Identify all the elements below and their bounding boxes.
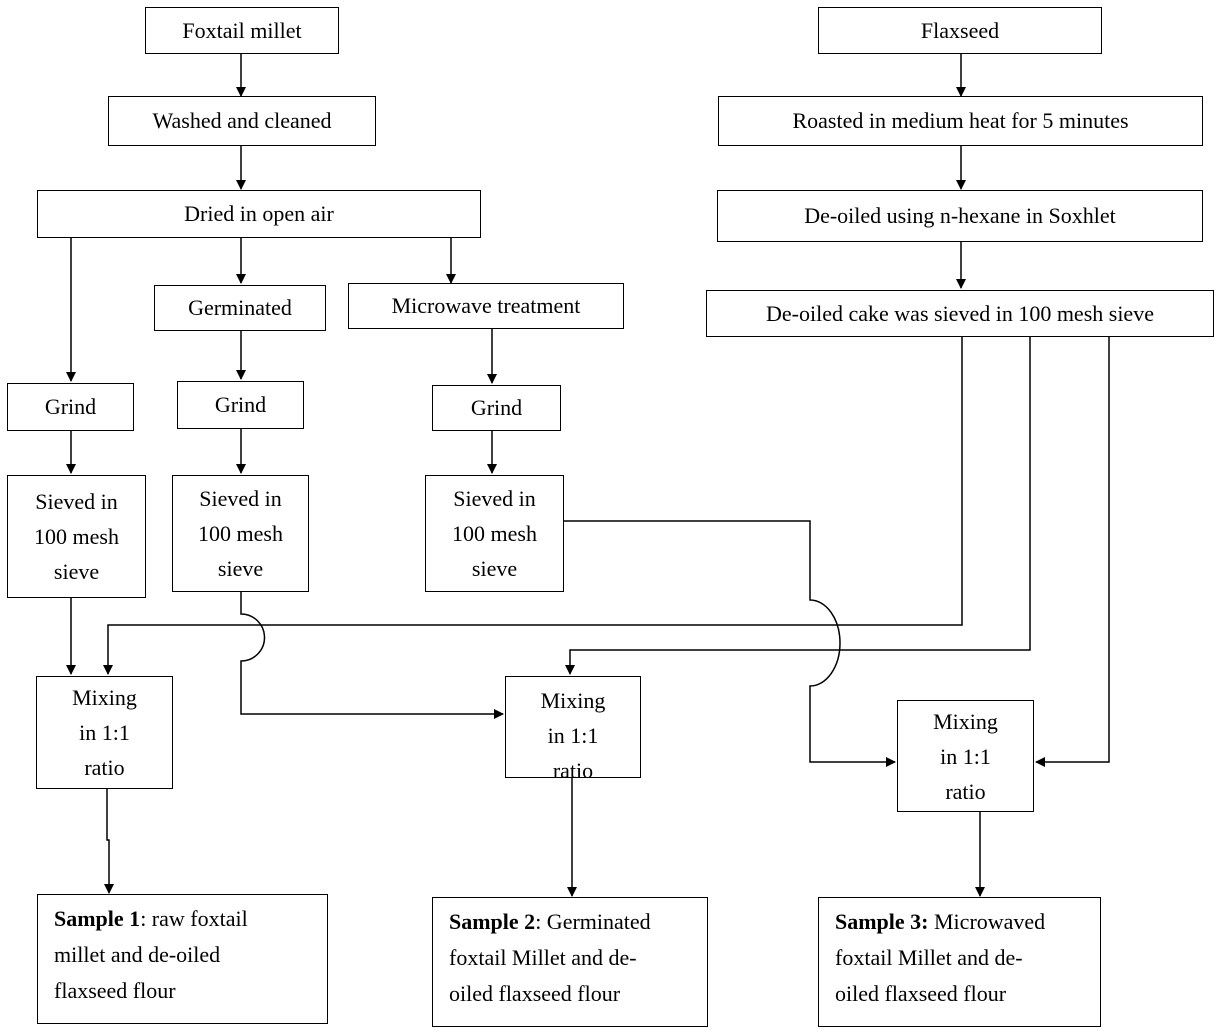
- sieve-3-line3: sieve: [471, 556, 518, 581]
- grind-label-1: Grind: [44, 394, 97, 419]
- arrow-mix1-to-sample1: [104, 788, 114, 894]
- arrow-flax-to-mix1: [103, 336, 963, 675]
- arrow-flax-to-mix3: [1035, 336, 1110, 767]
- sample-3-line1: Sample 3: Microwaved: [835, 904, 1086, 940]
- sieve-box-2: Sieved in 100 mesh sieve: [172, 475, 309, 592]
- sample-2-line1: Sample 2: Germinated: [449, 904, 693, 940]
- mixing-1-line2: in 1:1: [79, 720, 130, 745]
- sample-2-text-line3: oiled flaxseed flour: [449, 981, 621, 1006]
- deoiled-cake-sieve-label: De-oiled cake was sieved in 100 mesh sie…: [766, 300, 1154, 326]
- sieve-box-1: Sieved in 100 mesh sieve: [7, 475, 146, 598]
- flaxseed-box: Flaxseed: [818, 7, 1102, 54]
- sample-2-text-line2: foxtail Millet and de-: [449, 945, 637, 970]
- arrow-flax-to-mix2: [565, 336, 1031, 675]
- arrow-sieve2-to-mix2: [240, 591, 504, 719]
- sieve-3-line2: 100 mesh: [452, 521, 537, 546]
- grind-box-1: Grind: [7, 383, 134, 431]
- sample-3-text-line1: Microwaved: [928, 909, 1046, 934]
- dried-open-air-box: Dried in open air: [37, 190, 481, 238]
- deoiled-cake-sieve-box: De-oiled cake was sieved in 100 mesh sie…: [706, 290, 1214, 337]
- washed-cleaned-box: Washed and cleaned: [108, 96, 376, 146]
- microwave-treatment-box: Microwave treatment: [348, 283, 624, 329]
- mixing-2-line1: Mixing: [540, 688, 606, 713]
- sieve-1-line3: sieve: [53, 559, 100, 584]
- sample-1-text-line3: flaxseed flour: [54, 978, 176, 1003]
- grind-box-3: Grind: [432, 385, 561, 431]
- grind-label-3: Grind: [470, 395, 523, 420]
- sieve-2-line2: 100 mesh: [198, 521, 283, 546]
- roasted-box: Roasted in medium heat for 5 minutes: [718, 96, 1203, 146]
- sample-3-text-line2: foxtail Millet and de-: [835, 945, 1023, 970]
- deoiled-soxhlet-box: De-oiled using n-hexane in Soxhlet: [717, 190, 1203, 242]
- microwave-treatment-label: Microwave treatment: [391, 293, 581, 318]
- sample-1-text-line2: millet and de-oiled: [54, 942, 221, 967]
- mixing-3-line2: in 1:1: [940, 743, 991, 769]
- sample-1-line1: Sample 1: raw foxtail: [54, 901, 313, 937]
- grind-label-2: Grind: [214, 392, 267, 417]
- sample-2-title: Sample 2: [449, 909, 536, 934]
- germinated-box: Germinated: [154, 285, 326, 331]
- mixing-box-2: Mixing in 1:1 ratio: [505, 676, 641, 778]
- mixing-2-line2: in 1:1: [547, 723, 599, 748]
- washed-cleaned-label: Washed and cleaned: [152, 108, 332, 133]
- foxtail-millet-box: Foxtail millet: [145, 7, 339, 54]
- sieve-1-line1: Sieved in: [35, 489, 118, 514]
- sample-2-text-line1: : Germinated: [535, 909, 651, 934]
- foxtail-millet-label: Foxtail millet: [182, 17, 302, 43]
- germinated-label: Germinated: [188, 295, 292, 320]
- mixing-box-3: Mixing in 1:1 ratio: [897, 700, 1034, 812]
- deoiled-soxhlet-label: De-oiled using n-hexane in Soxhlet: [804, 203, 1116, 228]
- sieve-2-line3: sieve: [217, 556, 264, 581]
- sample-1-title: Sample 1: [54, 906, 141, 931]
- sample-3-box: Sample 3: Microwaved foxtail Millet and …: [818, 897, 1101, 1027]
- mixing-1-line1: Mixing: [72, 685, 137, 710]
- sieve-3-line1: Sieved in: [453, 486, 536, 511]
- arrow-sieve3-to-mix3: [563, 520, 896, 767]
- mixing-3-line1: Mixing: [933, 708, 998, 734]
- sample-1-box: Sample 1: raw foxtail millet and de-oile…: [37, 894, 328, 1024]
- sieve-1-line2: 100 mesh: [34, 524, 119, 549]
- mixing-2-line3: ratio: [552, 758, 594, 778]
- sample-1-text-line1: : raw foxtail: [140, 906, 248, 931]
- mixing-1-line3: ratio: [84, 755, 125, 780]
- mixing-3-line3: ratio: [945, 778, 986, 804]
- dried-open-air-label: Dried in open air: [184, 201, 334, 226]
- sieve-box-3: Sieved in 100 mesh sieve: [425, 475, 564, 592]
- mixing-box-1: Mixing in 1:1 ratio: [36, 676, 173, 789]
- grind-box-2: Grind: [177, 381, 304, 429]
- sample-3-title: Sample 3:: [835, 909, 929, 934]
- flaxseed-label: Flaxseed: [920, 17, 1000, 43]
- sieve-2-line1: Sieved in: [199, 486, 282, 511]
- sample-3-text-line3: oiled flaxseed flour: [835, 981, 1007, 1006]
- sample-2-box: Sample 2: Germinated foxtail Millet and …: [432, 897, 708, 1027]
- roasted-label: Roasted in medium heat for 5 minutes: [792, 108, 1129, 133]
